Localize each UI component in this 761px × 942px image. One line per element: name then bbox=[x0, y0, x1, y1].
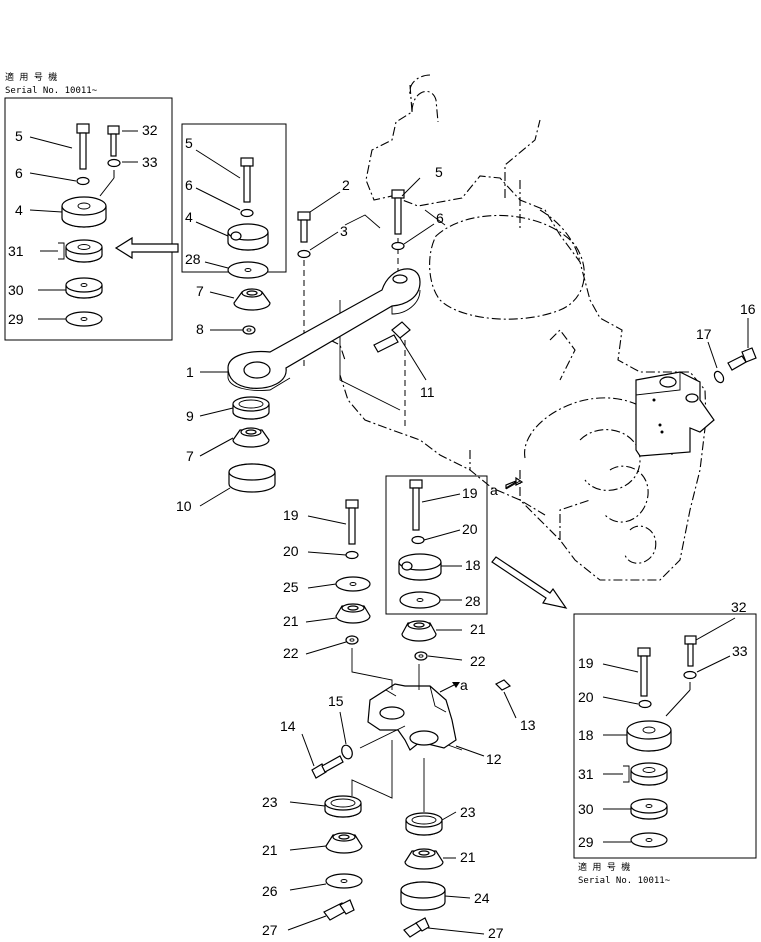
callout-b-27b: 27 bbox=[488, 925, 504, 941]
callout-b-21b: 21 bbox=[460, 849, 476, 865]
callout-c-22: 22 bbox=[283, 645, 299, 661]
front-bracket-assembly: 2 5 3 6 7 8 1 11 9 7 10 17 16 a bbox=[176, 164, 757, 514]
callout-b-23a: 23 bbox=[262, 794, 278, 810]
callout-in-28: 28 bbox=[185, 251, 201, 267]
callout-m-11: 11 bbox=[420, 384, 435, 400]
callout-c-19: 19 bbox=[283, 507, 299, 523]
callout-in-4: 4 bbox=[185, 209, 193, 225]
callout-m-16: 16 bbox=[740, 301, 756, 317]
callout-br-18: 18 bbox=[578, 727, 594, 743]
callout-b-24: 24 bbox=[474, 890, 490, 906]
callout-br-32: 32 bbox=[731, 599, 747, 615]
callout-b-23b: 23 bbox=[460, 804, 476, 820]
callout-b-26: 26 bbox=[262, 883, 278, 899]
callout-in-6: 6 bbox=[185, 177, 193, 193]
callout-br-33: 33 bbox=[732, 643, 748, 659]
callout-m-3: 3 bbox=[340, 223, 348, 239]
callout-m-9: 9 bbox=[186, 408, 194, 424]
callout-b-22: 22 bbox=[470, 653, 486, 669]
callout-tl-6: 6 bbox=[15, 165, 23, 181]
callout-m-7a: 7 bbox=[196, 283, 204, 299]
callout-m-8: 8 bbox=[196, 321, 204, 337]
caption-top-left-1: 適 用 号 機 bbox=[5, 71, 57, 83]
callout-m-7b: 7 bbox=[186, 448, 194, 464]
callout-br-29: 29 bbox=[578, 834, 594, 850]
rear-bracket-assembly: 21 22 a 13 14 15 12 23 21 26 27 23 21 24… bbox=[262, 620, 536, 941]
callout-tl-31: 31 bbox=[8, 243, 24, 259]
callout-a-upper: a bbox=[490, 482, 498, 498]
callout-tl-30: 30 bbox=[8, 282, 24, 298]
callout-tl-33: 33 bbox=[142, 154, 158, 170]
callout-a-lower: a bbox=[460, 677, 468, 693]
caption-top-left-2: Serial No. 10011~ bbox=[5, 86, 98, 96]
callout-m-10: 10 bbox=[176, 498, 192, 514]
callout-br-20: 20 bbox=[578, 689, 594, 705]
callout-tl-29: 29 bbox=[8, 311, 24, 327]
callout-tl-32: 32 bbox=[142, 122, 158, 138]
callout-br-30: 30 bbox=[578, 801, 594, 817]
callout-b-21: 21 bbox=[470, 621, 486, 637]
callout-i2-19: 19 bbox=[462, 485, 478, 501]
lower-inner-inset: 19 20 18 28 bbox=[385, 475, 488, 615]
callout-c-20: 20 bbox=[283, 543, 299, 559]
callout-m-6: 6 bbox=[436, 210, 444, 226]
callout-i2-28: 28 bbox=[465, 593, 481, 609]
callout-i2-18: 18 bbox=[465, 557, 481, 573]
callout-br-19: 19 bbox=[578, 655, 594, 671]
top-left-inset: 適 用 号 機 Serial No. 10011~ bbox=[4, 71, 173, 341]
callout-m-1: 1 bbox=[186, 364, 194, 380]
callout-c-25: 25 bbox=[283, 579, 299, 595]
caption-bottom-right-2: Serial No. 10011~ bbox=[578, 876, 671, 886]
callout-in-5: 5 bbox=[185, 135, 193, 151]
callout-b-27a: 27 bbox=[262, 922, 278, 938]
callout-m-2: 2 bbox=[342, 177, 350, 193]
rear-left-stack: 19 20 25 21 22 bbox=[283, 499, 371, 661]
callout-b-12: 12 bbox=[486, 751, 502, 767]
callout-m-17: 17 bbox=[696, 326, 712, 342]
upper-inner-inset: 5 6 4 28 bbox=[181, 123, 287, 279]
caption-bottom-right-1: 適 用 号 機 bbox=[578, 861, 630, 873]
callout-b-15: 15 bbox=[328, 693, 344, 709]
replacement-arrow-right bbox=[491, 556, 568, 609]
callout-tl-4: 4 bbox=[15, 202, 23, 218]
callout-m-5: 5 bbox=[435, 164, 443, 180]
callout-c-21: 21 bbox=[283, 613, 299, 629]
callout-b-21a: 21 bbox=[262, 842, 278, 858]
callout-b-13: 13 bbox=[520, 717, 536, 733]
callout-br-31: 31 bbox=[578, 766, 594, 782]
replacement-arrow-left bbox=[114, 236, 179, 260]
callout-i2-20: 20 bbox=[462, 521, 478, 537]
callout-b-14: 14 bbox=[280, 718, 296, 734]
callout-tl-5: 5 bbox=[15, 128, 23, 144]
bottom-right-inset: 32 19 33 20 18 31 30 29 適 用 号 機 Serial N… bbox=[573, 599, 757, 886]
